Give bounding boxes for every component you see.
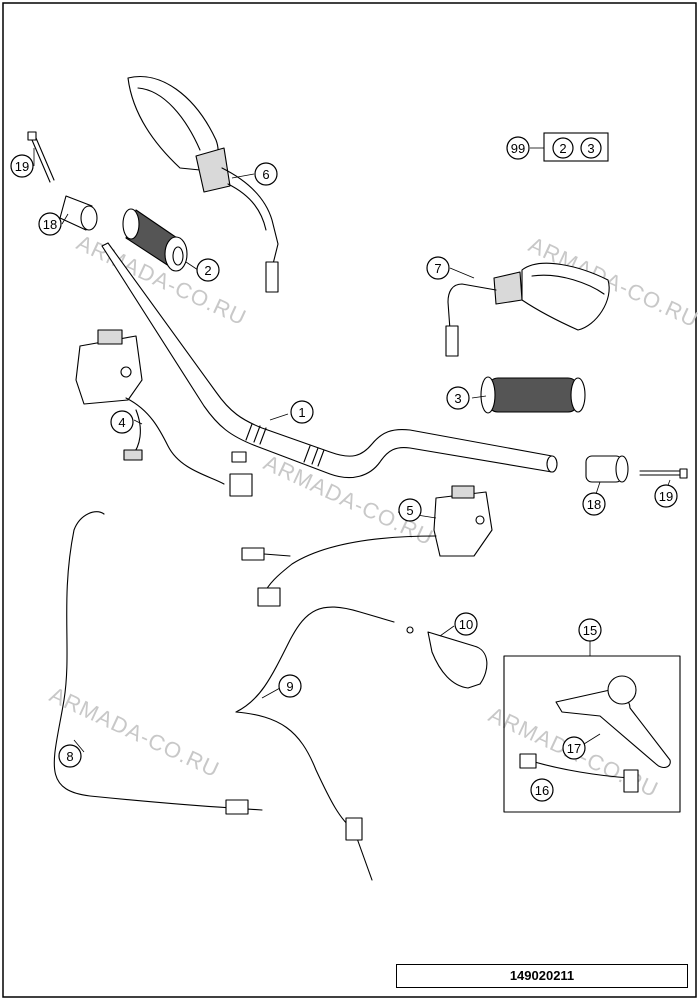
right-grip (480, 376, 586, 414)
document-number: 149020211 (396, 964, 688, 988)
screw-left (27, 131, 55, 183)
callout-label: 6 (262, 167, 269, 182)
callout-label: 16 (535, 783, 549, 798)
callout-label: 5 (406, 503, 413, 518)
cable-left (53, 511, 263, 815)
callout-label: 17 (567, 741, 581, 756)
callout-c4: 4 (110, 410, 134, 434)
callout-c10: 10 (454, 612, 478, 636)
watermark: ARMADA-CO.RU (46, 682, 224, 783)
callout-label: 18 (587, 497, 601, 512)
kit-item: 2 (552, 137, 574, 159)
cable-right (235, 606, 414, 881)
callout-label: 9 (286, 679, 293, 694)
callout-c15: 15 (578, 618, 602, 642)
callout-c5: 5 (398, 498, 422, 522)
handlebar (101, 242, 558, 479)
bar-end-left (59, 195, 98, 231)
clutch-lever-assembly (503, 655, 681, 813)
left-switch (75, 329, 253, 497)
callout-label: 19 (659, 489, 673, 504)
kit-box (543, 132, 609, 162)
callout-label: 1 (298, 405, 305, 420)
callout-c18a: 18 (38, 212, 62, 236)
callout-c19a: 19 (10, 154, 34, 178)
right-mirror (445, 262, 610, 357)
callout-c16: 16 (530, 778, 554, 802)
left-grip (122, 208, 188, 272)
callout-c2: 2 (196, 258, 220, 282)
callout-c7: 7 (426, 256, 450, 280)
callout-label: 10 (459, 617, 473, 632)
bar-end-right (585, 455, 629, 483)
callout-c9: 9 (278, 674, 302, 698)
callout-c18b: 18 (582, 492, 606, 516)
callout-label: 99 (511, 141, 525, 156)
kit-item: 3 (580, 137, 602, 159)
callout-label: 7 (434, 261, 441, 276)
callout-c1: 1 (290, 400, 314, 424)
kit-item-label: 3 (587, 141, 594, 156)
callout-label: 2 (204, 263, 211, 278)
callout-c6: 6 (254, 162, 278, 186)
callout-label: 3 (454, 391, 461, 406)
callout-c3: 3 (446, 386, 470, 410)
callout-c19b: 19 (654, 484, 678, 508)
callout-label: 18 (43, 217, 57, 232)
screw-right (639, 468, 688, 479)
kit-item-label: 2 (559, 141, 566, 156)
callout-label: 15 (583, 623, 597, 638)
callout-label: 19 (15, 159, 29, 174)
lever-cover (427, 631, 488, 689)
callout-c17: 17 (562, 736, 586, 760)
callout-label: 4 (118, 415, 125, 430)
callout-c99: 99 (506, 136, 530, 160)
callout-label: 8 (66, 749, 73, 764)
right-switch (241, 485, 493, 607)
left-mirror (127, 76, 279, 293)
callout-c8: 8 (58, 744, 82, 768)
